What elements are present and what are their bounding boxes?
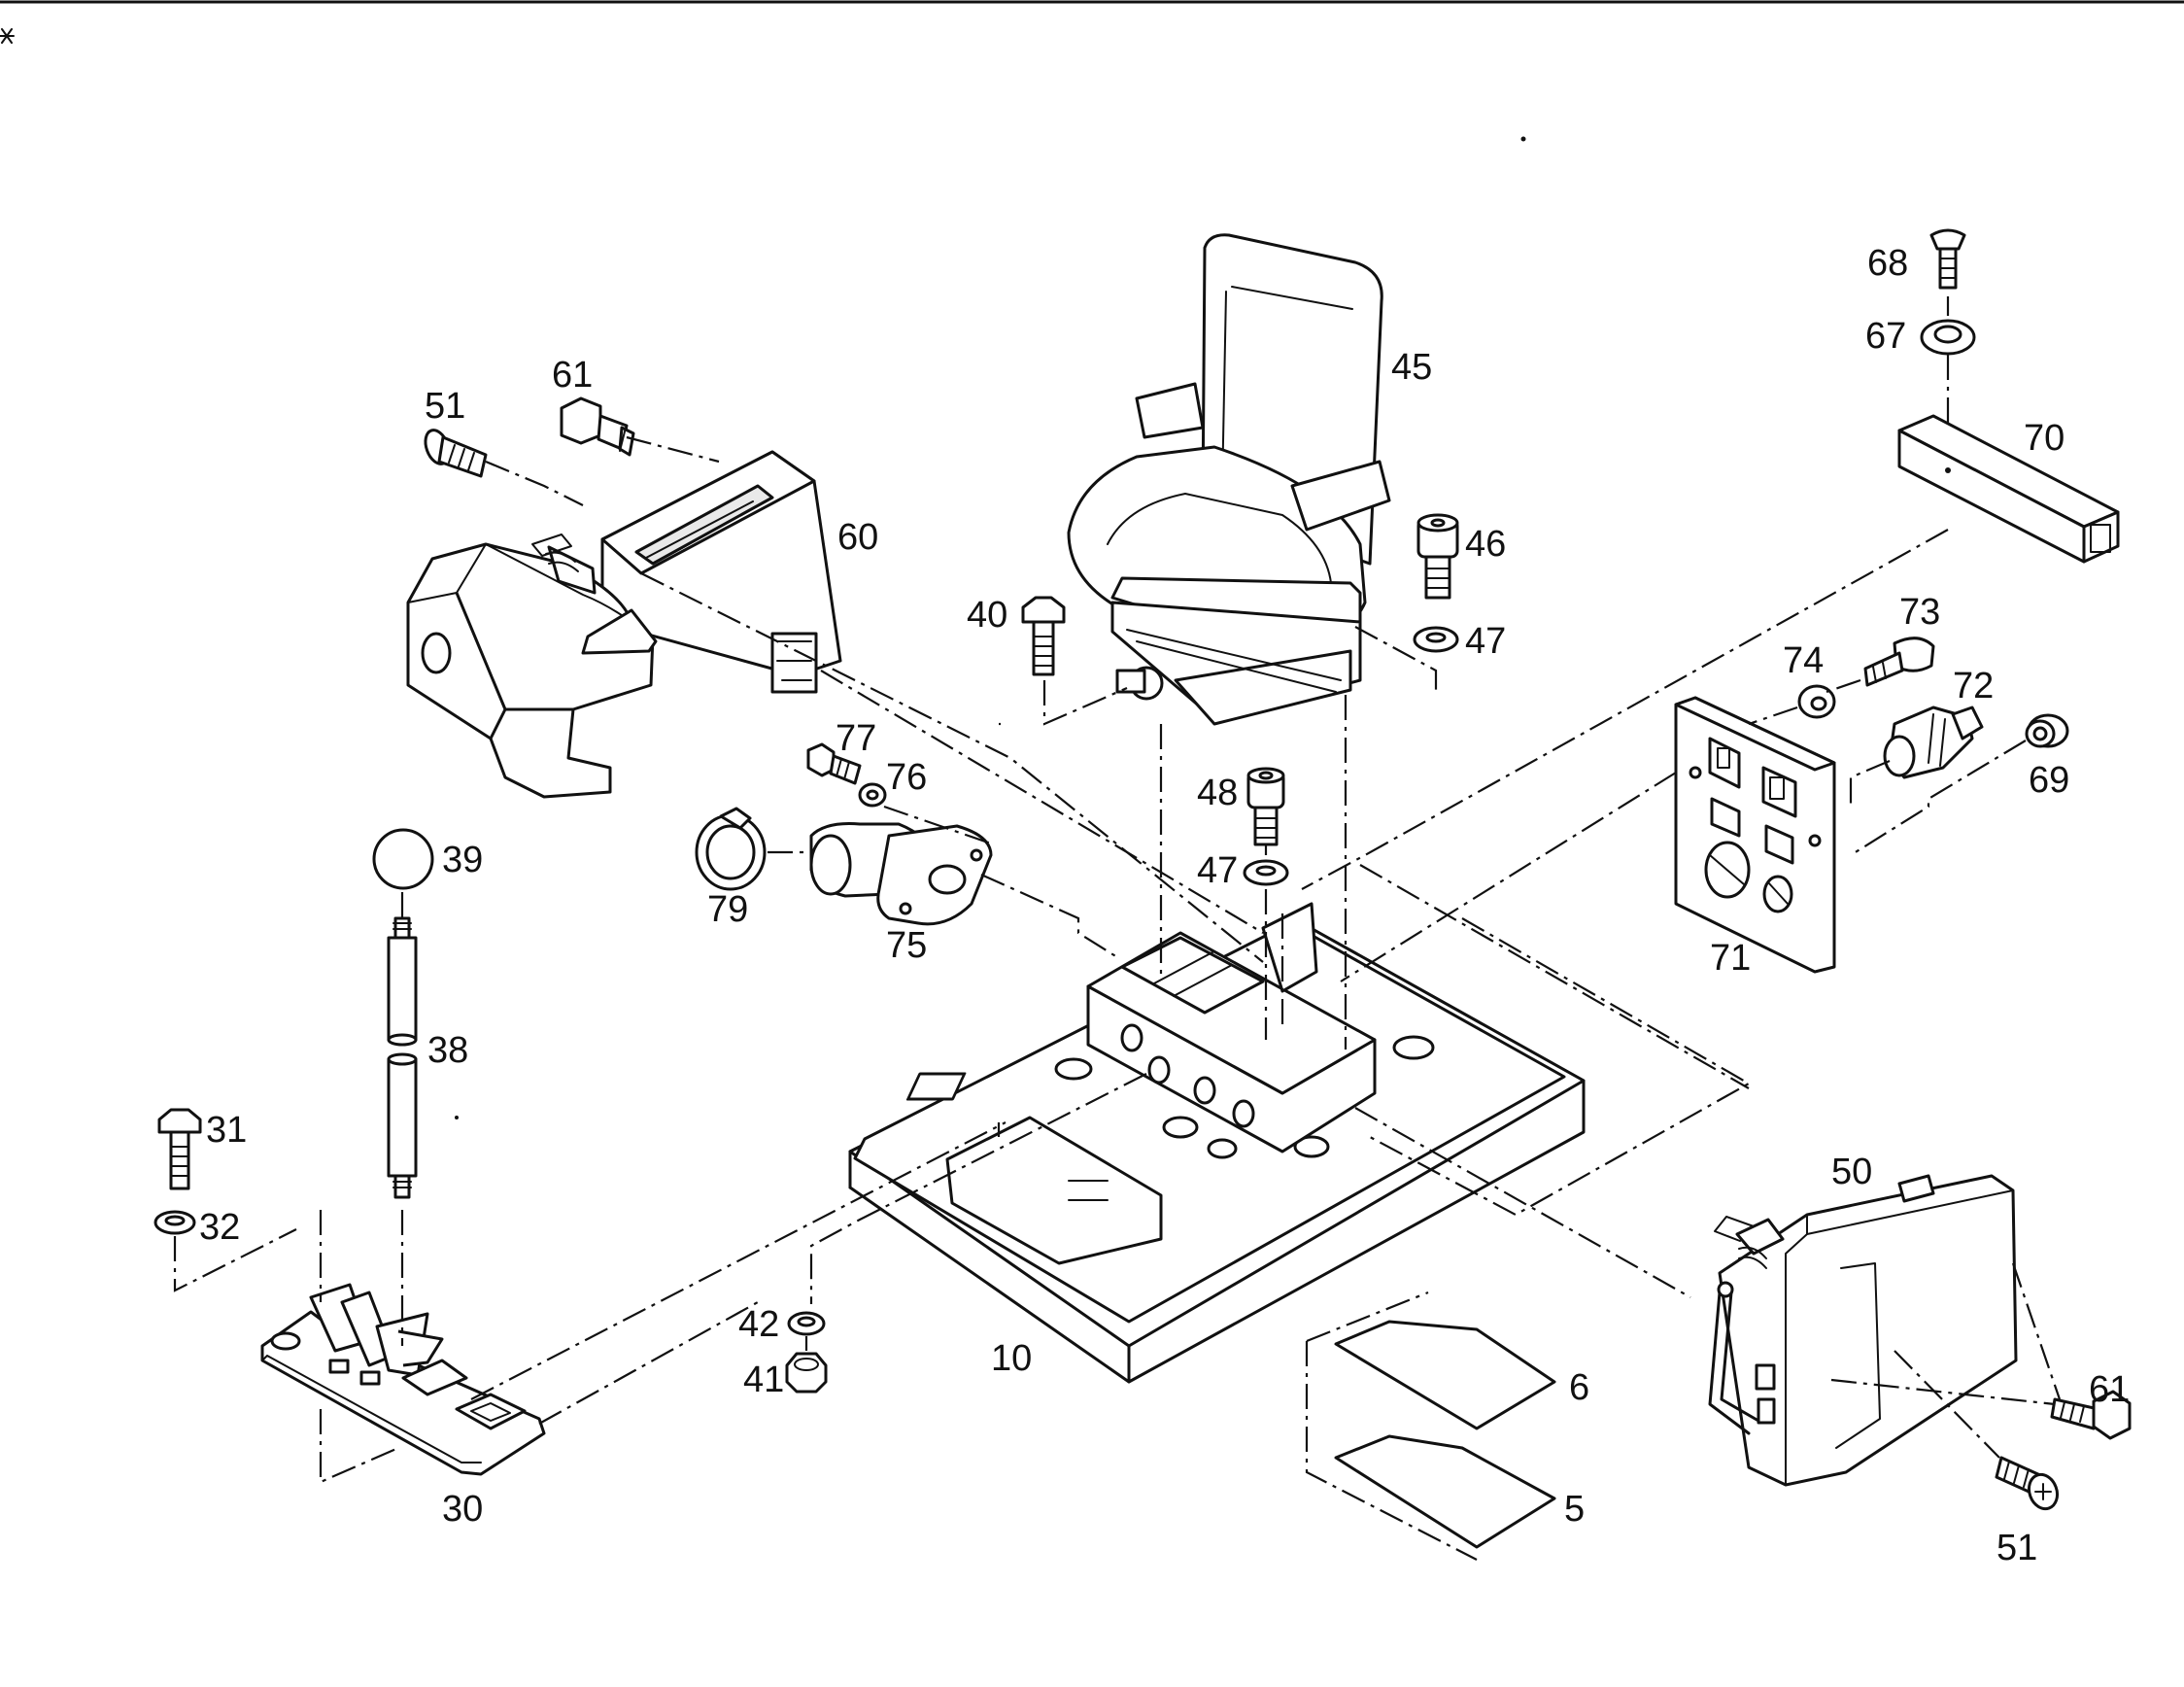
- part-40-bolt: [1021, 596, 1066, 676]
- part-47-washer-lower: [1243, 859, 1289, 886]
- part-79-clamp: [695, 807, 767, 891]
- part-38-rod: [387, 916, 418, 1199]
- part-61-bolt-right: [2050, 1390, 2132, 1440]
- callout-47-upper: 47: [1465, 621, 1506, 662]
- part-5-mat: [1334, 1434, 1556, 1549]
- callout-60: 60: [837, 517, 878, 558]
- part-77-bolt: [806, 742, 862, 785]
- callout-50: 50: [1831, 1152, 1872, 1192]
- callout-38: 38: [427, 1030, 468, 1071]
- callout-10: 10: [991, 1338, 1032, 1379]
- part-72-switch: [1883, 706, 1984, 779]
- callout-30: 30: [442, 1489, 483, 1530]
- part-75-boot: [809, 822, 993, 926]
- part-45-seat: [1067, 233, 1391, 726]
- callout-69: 69: [2029, 760, 2069, 801]
- part-42-washer: [787, 1311, 826, 1336]
- callout-40: 40: [967, 595, 1007, 636]
- scan-speck: [455, 1116, 459, 1119]
- callout-76: 76: [886, 757, 927, 798]
- part-67-grommet: [1920, 319, 1976, 356]
- callout-72: 72: [1953, 666, 1994, 706]
- callout-77: 77: [836, 718, 876, 759]
- seat-mount-block: [1086, 902, 1377, 1153]
- part-70-square-tube: [1897, 414, 2120, 564]
- part-30-pedal-assembly: [260, 1283, 546, 1476]
- callout-67: 67: [1865, 316, 1906, 357]
- part-6-mat: [1334, 1320, 1556, 1430]
- callout-47-lower: 47: [1197, 850, 1238, 891]
- callout-74: 74: [1783, 640, 1824, 681]
- assembly-leader-lines: [173, 296, 2062, 1561]
- part-51-screw-left: [424, 429, 488, 478]
- part-73-bolt: [1863, 637, 1935, 687]
- part-50-right-housing: [1708, 1174, 2018, 1487]
- callout-41: 41: [743, 1360, 784, 1400]
- callout-71: 71: [1710, 938, 1751, 979]
- part-74-washer: [1797, 684, 1836, 719]
- part-32-washer: [154, 1210, 196, 1235]
- callout-79: 79: [707, 889, 748, 930]
- callout-51-right: 51: [1996, 1528, 2037, 1568]
- part-46-cap-screw: [1416, 513, 1459, 600]
- part-48-cap-screw: [1246, 767, 1285, 846]
- part-31-bolt: [157, 1108, 202, 1190]
- callout-61-right: 61: [2089, 1369, 2130, 1410]
- callout-6: 6: [1569, 1367, 1589, 1408]
- callout-48: 48: [1197, 773, 1238, 813]
- callout-51-left: 51: [425, 386, 465, 427]
- callout-61-left: 61: [552, 355, 593, 396]
- part-68-screw: [1929, 228, 1966, 290]
- corner-mark: [0, 28, 15, 44]
- callout-73: 73: [1899, 592, 1940, 633]
- callout-labels: 5 6 10 30 31 32 38 39 40 41 42 45 46 47 …: [199, 243, 2130, 1568]
- callout-75: 75: [886, 925, 927, 966]
- callout-31: 31: [206, 1110, 247, 1151]
- part-47-washer-upper: [1413, 626, 1459, 653]
- part-60-left-housing: [406, 450, 842, 799]
- callout-39: 39: [442, 840, 483, 880]
- callout-32: 32: [199, 1207, 240, 1248]
- callout-70: 70: [2024, 418, 2065, 459]
- callout-45: 45: [1391, 347, 1432, 388]
- part-69-plug: [2025, 713, 2069, 748]
- scan-speck: [1520, 136, 1526, 142]
- part-39-knob: [372, 828, 434, 890]
- part-10-base-frame: [848, 921, 1586, 1384]
- callout-5: 5: [1564, 1489, 1585, 1530]
- part-51-screw-right: [1995, 1456, 2060, 1511]
- callout-46: 46: [1465, 524, 1506, 565]
- callout-42: 42: [738, 1304, 779, 1345]
- part-41-nut: [785, 1352, 828, 1394]
- callout-68: 68: [1867, 243, 1908, 284]
- part-76-washer: [858, 782, 887, 808]
- part-61-bolt-left: [560, 396, 635, 457]
- part-71-panel: [1674, 696, 1836, 974]
